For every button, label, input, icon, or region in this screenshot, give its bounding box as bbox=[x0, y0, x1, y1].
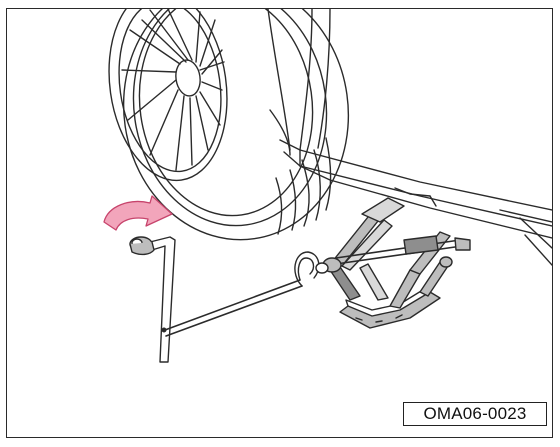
lug-wrench-icon bbox=[130, 237, 319, 362]
wheel-rim bbox=[97, 0, 239, 188]
scissor-jack-icon bbox=[316, 198, 470, 328]
figure-code: OMA06-0023 bbox=[403, 402, 547, 426]
rotation-arrow-icon bbox=[104, 196, 172, 230]
